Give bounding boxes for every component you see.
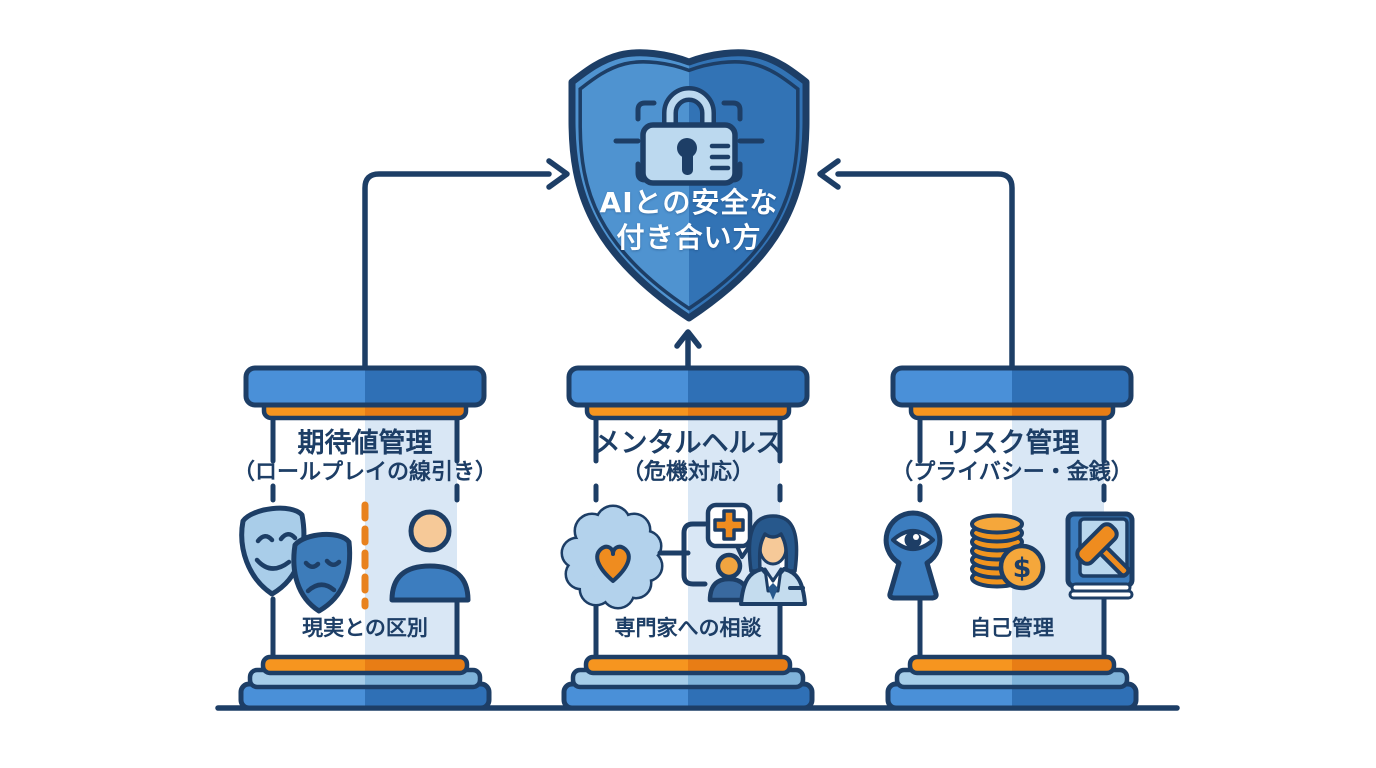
pillar1-subtitle: （ロールプレイの線引き） [232,460,497,485]
pillar1-caption: 現実との区別 [302,616,428,640]
counselor-icon [739,514,807,606]
cap-top-bar [243,365,487,408]
pillar-edges [593,416,783,658]
pillar-expectation-management [238,365,492,711]
lock-icon [640,86,738,186]
pillar-edges [270,416,460,658]
base-orange-band [583,654,793,676]
money-coins-icon: $ [970,513,1046,591]
pillar1-title: 期待値管理 [297,428,433,459]
person-icon [389,509,471,603]
pillar2-caption: 専門家への相談 [614,616,762,640]
pillar-mental-health [560,365,815,711]
pillar2-title: メンタルヘルス [593,428,783,459]
medical-chat-bubble-icon [705,502,753,559]
cap-top-bar [890,365,1134,408]
pillar3-caption: 自己管理 [970,616,1054,640]
pillar-risk-management: $ [883,365,1139,711]
pillar2-subtitle: （危機対応） [621,460,754,485]
pillar3-subtitle: （プライバシー・金銭） [891,460,1133,485]
base-orange-band [260,654,470,676]
arrow-left-to-shield [362,158,570,371]
cap-top-bar [566,365,810,408]
arrow-middle-to-shield [674,329,702,371]
bracket-frame-icon [613,100,765,183]
pillar-edges [917,416,1107,658]
arrowhead-left-icon [817,158,841,190]
privacy-eye-keyhole-icon [883,510,943,601]
arrowhead-up-icon [674,329,702,349]
law-book-gavel-icon [1065,511,1135,600]
brain-heart-icon [560,504,664,610]
bracket-connector [681,521,708,587]
arrowhead-right-icon [546,158,570,190]
shield-title-line1: AIとの安全な [599,186,779,219]
arrow-right-to-shield [817,158,1015,371]
shield-inner-line [578,60,800,311]
comedy-tragedy-masks-icon [239,505,353,614]
shield [568,49,810,322]
shield-title-line2: 付き合い方 [616,221,762,254]
dollar-symbol: $ [1013,553,1032,584]
base-orange-band [907,654,1117,676]
pillar3-title: リスク管理 [944,428,1080,459]
